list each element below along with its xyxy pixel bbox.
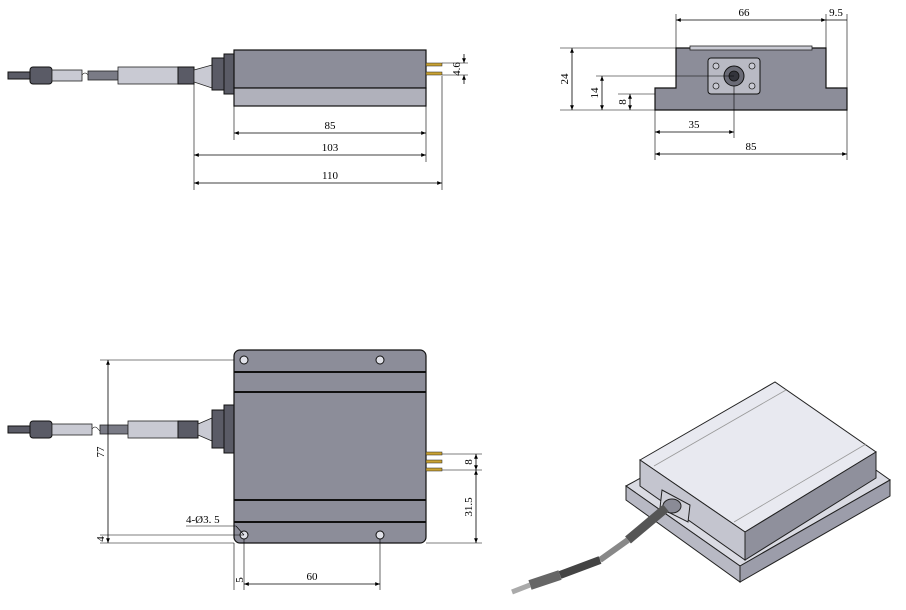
dim-body-len: 85 <box>325 120 337 132</box>
dim-hole-span: 60 <box>307 571 319 583</box>
dim-width-66: 66 <box>739 7 751 19</box>
top-fiber-pigtail <box>7 404 235 454</box>
dim-height-24: 24 <box>559 73 571 85</box>
dim-edge-5: 5 <box>234 577 246 583</box>
dim-height-14: 14 <box>589 87 601 99</box>
dim-pin-offset: 31.5 <box>463 497 475 517</box>
fiber-pigtail <box>7 53 235 95</box>
pins <box>425 62 443 76</box>
top-view: 77 4 4-Ø3. 5 8 31.5 60 5 <box>7 349 482 590</box>
top-body <box>233 349 427 544</box>
dim-len-110: 110 <box>322 170 339 182</box>
dim-width-85: 85 <box>746 141 758 153</box>
side-body <box>233 49 427 89</box>
dim-edge-4: 4 <box>95 536 107 542</box>
hole-note: 4-Ø3. 5 <box>186 514 220 526</box>
dim-len-103: 103 <box>322 142 339 154</box>
side-base <box>233 87 427 107</box>
side-view: 4.6 85 103 110 <box>7 49 468 190</box>
top-pins <box>425 451 443 472</box>
dim-pin-span: 8 <box>463 459 475 465</box>
dim-offset-35: 35 <box>689 119 701 131</box>
isometric-view <box>511 381 891 595</box>
dim-height: 4.6 <box>451 62 463 76</box>
front-view: 66 9.5 24 14 8 35 85 <box>559 7 848 160</box>
dim-edge-9-5: 9.5 <box>829 7 843 19</box>
dim-height-8: 8 <box>617 99 629 105</box>
dim-length-77: 77 <box>95 446 107 458</box>
